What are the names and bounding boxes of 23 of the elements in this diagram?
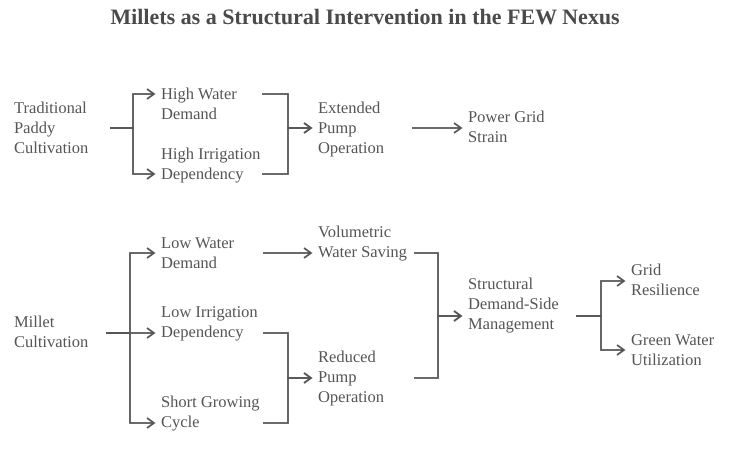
node-label: Millet Cultivation <box>14 312 90 352</box>
node-label: Green Water Utilization <box>631 330 716 370</box>
node-label: Power Grid Strain <box>468 107 546 147</box>
node-label: Low Irrigation Dependency <box>161 302 259 342</box>
diagram-title: Millets as a Structural Intervention in the FEW Nexus <box>109 4 621 30</box>
arrow <box>576 315 625 356</box>
node-label: Volumetric Water Saving <box>318 222 408 262</box>
arrow <box>412 122 462 134</box>
node-label: High Irrigation Dependency <box>161 144 262 184</box>
arrow <box>106 332 155 429</box>
arrow <box>263 372 312 424</box>
node-label: Grid Resilience <box>631 260 701 300</box>
arrow <box>262 122 312 175</box>
node-label: Extended Pump Operation <box>318 98 385 158</box>
node-label: Short Growing Cycle <box>161 392 261 432</box>
arrow <box>263 247 312 259</box>
node-label: High Water Demand <box>161 84 238 124</box>
node-label: Low Water Demand <box>161 233 236 273</box>
arrow <box>414 310 462 379</box>
node-label: Reduced Pump Operation <box>318 347 385 407</box>
node-label: Traditional Paddy Cultivation <box>14 98 90 158</box>
node-label: Structural Demand-Side Management <box>468 274 560 334</box>
arrow <box>110 127 155 180</box>
